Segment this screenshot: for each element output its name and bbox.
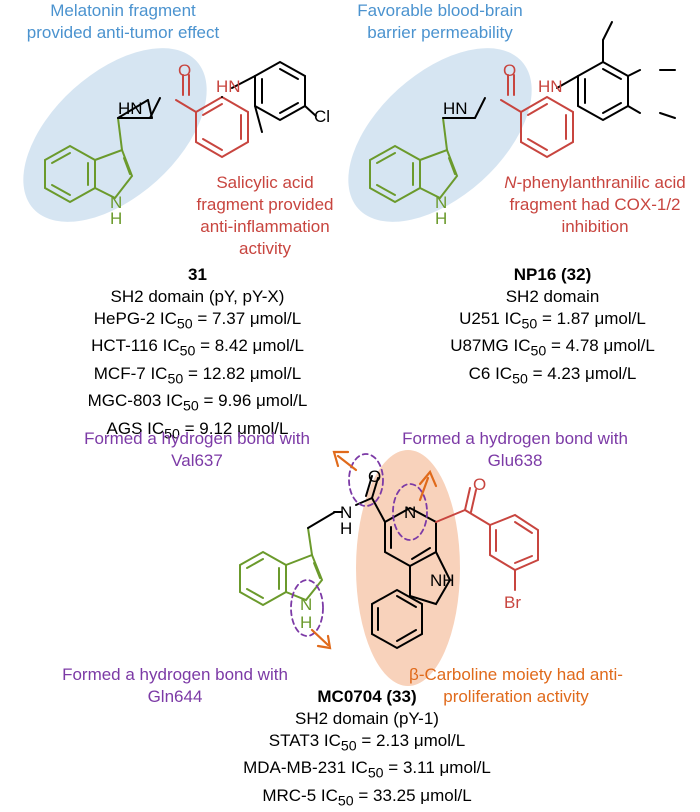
annotation-salicylic: Salicylic acid fragment provided anti-in… [196,173,334,258]
annotation-val637: Formed a hydrogen bond with Val637 [84,429,310,470]
atom-label: HN [118,99,143,118]
atom-label: O [473,475,487,494]
atom-label: HN [443,99,468,118]
compound-id: MC0704 (33) [317,687,417,706]
atom-label: N [340,503,353,522]
compound-33-info: MC0704 (33) SH2 domain (pY-1) STAT3 IC50… [222,686,512,812]
annotation-gln644: Formed a hydrogen bond with Gln644 [62,665,288,706]
atom-label: N [300,595,313,614]
atom-label: N [435,193,448,212]
compound-31-info: 31 SH2 domain (pY, pY-X) HePG-2 IC50 = 7… [70,264,325,445]
atom-label: NH [430,571,455,590]
compound-id: NP16 (32) [513,265,592,284]
annotation-bbb: Favorable blood-brain barrier permeabili… [357,1,523,42]
atom-label: Br [504,593,521,612]
target: SH2 domain [505,287,600,306]
melatonin-highlight-32 [348,48,532,222]
annotation-melatonin: Melatonin fragment provided anti-tumor e… [26,1,220,42]
annotation-carboline: β-Carboline moiety had anti- proliferati… [409,665,623,706]
atom-label: O [503,61,517,80]
atom-label: H [435,209,448,228]
atom-label: O [178,61,192,80]
atom-label: HN [538,77,563,96]
target: SH2 domain (pY-1) [295,709,439,728]
structure-32 [369,21,676,204]
atom-label: N [110,193,123,212]
compound-id: 31 [188,265,207,284]
atom-label: N [404,503,417,522]
melatonin-highlight-31 [23,48,207,222]
target: SH2 domain (pY, pY-X) [110,287,285,306]
annotation-glu638: Formed a hydrogen bond with Glu638 [402,429,628,470]
atom-label: H [340,519,353,538]
carboline-highlight [356,450,460,686]
annotation-anthranilic: N-phenylanthranilic acid fragment had CO… [504,173,686,236]
atom-label: HN [216,77,241,96]
atom-label: Cl [314,107,331,126]
atom-label: O [368,467,382,486]
atom-label: H [110,209,123,228]
compound-32-info: NP16 (32) SH2 domain U251 IC50 = 1.87 μm… [445,264,660,390]
structure-31 [44,60,317,204]
structure-33 [239,450,539,650]
atom-label: H [300,613,313,632]
